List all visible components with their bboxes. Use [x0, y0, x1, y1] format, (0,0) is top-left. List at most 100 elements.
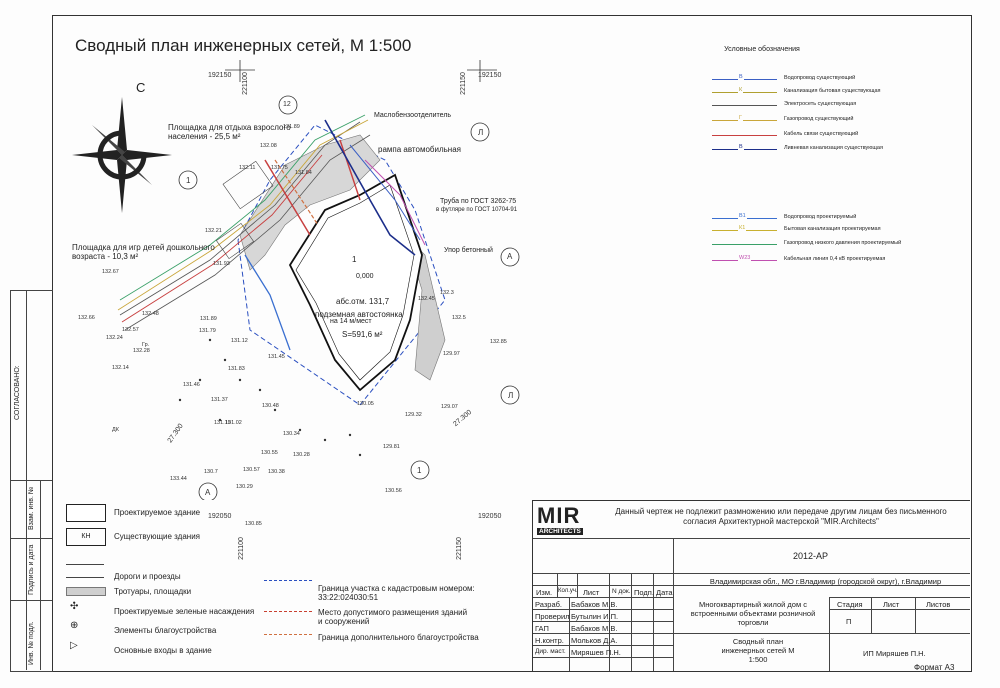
label-abs-mark: абс.отм. 131,7: [336, 297, 390, 306]
label-playground-adults: Площадка для отдыха взрослого населения …: [168, 123, 291, 141]
elevation: 132.08: [260, 143, 277, 149]
axis-L1: Л: [478, 128, 484, 137]
name-4: Мольков Д.А.: [571, 636, 618, 645]
coord-top-y2: 221150: [459, 72, 467, 95]
legend-boundary-swatch: [264, 580, 312, 581]
title-block: MIR ARCHITECTS Данный чертеж не подлежит…: [532, 500, 970, 671]
legend-boundary-label: Граница участка с кадастровым номером: 3…: [318, 584, 475, 602]
tree-icon: ✣: [70, 601, 79, 612]
elevation: 130.05: [357, 401, 374, 407]
coord-top-y1: 221100: [241, 72, 249, 95]
legend-exist-building-label: Существующие здания: [114, 532, 201, 541]
label-oil-separator: Маслобензоотделитель: [374, 112, 452, 119]
elevation: 130.29: [236, 484, 253, 490]
role-4: Н.контр.: [535, 636, 564, 645]
elevation: 130.38: [268, 469, 285, 475]
legend-line-label: Газопровод существующий: [784, 116, 854, 122]
legend-allowed-label: Место допустимого размещения зданий и со…: [318, 608, 468, 626]
label-area: S=591,6 м²: [342, 330, 383, 339]
legend-roads-label: Дороги и проезды: [114, 572, 181, 581]
head-list: Лист: [583, 588, 600, 597]
bench-icon: ⊕: [70, 620, 79, 631]
legend-line-swatch: [712, 135, 777, 136]
legend-sidewalk-swatch: [66, 587, 106, 596]
agreed-label: СОГЛАСОВАНО:: [14, 365, 21, 420]
legend-greenery-label: Проектируемые зеленые насаждения: [114, 607, 255, 616]
coord-bot-y2: 221150: [455, 537, 463, 560]
role-3: ГАП: [535, 624, 549, 633]
legend-extra-label: Граница дополнительного благоустройства: [318, 633, 479, 642]
elevation: 132.11: [239, 165, 256, 171]
elevation: 131.02: [225, 420, 242, 426]
sheet-label: Лист: [883, 600, 900, 609]
elevation: 132.67: [102, 269, 119, 275]
name-5: Миряшев П.Н.: [571, 648, 621, 657]
head-kol: Кол.уч.: [558, 588, 578, 594]
head-izm: Изм.: [536, 588, 553, 597]
elevation: 130.34: [283, 431, 300, 437]
axis-A2: А: [507, 252, 513, 261]
elevation: 131.93: [213, 261, 230, 267]
head-ndoc: N док.: [612, 588, 631, 595]
legend-line-swatch: [712, 149, 777, 150]
legend-sidewalk-label: Тротуары, площадки: [114, 587, 192, 596]
axis-A1: А: [205, 488, 211, 497]
elevation: 130.56: [385, 488, 402, 494]
elevation: 131.19: [214, 420, 231, 426]
head-podp: Подп.: [634, 588, 654, 597]
sheets-label: Листов: [926, 600, 951, 609]
role-2: Проверил: [535, 612, 570, 621]
legend-line-mark: К: [738, 87, 744, 93]
elevation: 131.89: [200, 316, 217, 322]
coord-bot-y1: 221100: [237, 537, 245, 560]
label-gr: Гр.: [142, 342, 150, 348]
elevation: 132.85: [490, 339, 507, 345]
legend-line-swatch: [712, 92, 777, 93]
sign-date-label: Подпись и дата: [28, 544, 35, 595]
elevation: 130.55: [261, 450, 278, 456]
site-plan: [72, 60, 520, 500]
legend-line-label: Кабельная линия 0,4 кВ проектируемая: [784, 256, 886, 262]
elevation: 130.7: [204, 469, 218, 475]
head-date: Дата: [656, 588, 673, 597]
legend-line-mark: К1: [738, 225, 747, 231]
legend-line-label: Электросеть существующая: [784, 101, 857, 107]
sheet-title: Сводный план инженерных сетей М 1:500: [721, 637, 795, 664]
axis-1a: 1: [186, 176, 191, 185]
elevation: 132.3: [440, 290, 454, 296]
compass-icon: [72, 97, 172, 213]
legend-proj-building-swatch: [66, 504, 106, 522]
axis-1b: 1: [417, 466, 422, 475]
label-pipe-2: в футляре по ГОСТ 10704-91: [436, 207, 518, 213]
legend-proj-building-label: Проектируемое здание: [114, 508, 201, 517]
legend-exist-building-swatch: КН: [66, 528, 106, 546]
elevation: 129.32: [405, 412, 422, 418]
label-stop-concrete: Упор бетонный: [444, 247, 493, 254]
company-name: ИП Миряшев П.Н.: [863, 649, 926, 658]
coord-top-x1: 192150: [208, 72, 232, 79]
legend-line-label: Бытовая канализация проектируемая: [784, 226, 881, 232]
legend-line-label: Ливневая канализация существующая: [784, 145, 883, 151]
axis-12: 12: [283, 101, 291, 108]
elevation: 132.66: [78, 315, 95, 321]
legend-right-item: К1 Бытовая канализация проектируемая: [712, 225, 942, 236]
label-building-no: 1: [352, 255, 357, 264]
elevation: 133.44: [170, 476, 187, 482]
elevation: 129.07: [441, 404, 458, 410]
stage-value: П: [846, 617, 852, 626]
elevation: 132.5: [452, 315, 466, 321]
coord-bot-x2: 192050: [478, 513, 502, 520]
role-1: Разраб.: [535, 600, 563, 609]
elevation: 130.85: [245, 521, 262, 527]
legend-line-swatch: [712, 244, 777, 245]
axis-L2: Л: [508, 391, 514, 400]
legend-line-label: Канализация бытовая существующая: [784, 88, 881, 94]
elevation: 130.28: [293, 452, 310, 458]
legend-line-mark: В1: [738, 213, 747, 219]
coord-bot-x1: 192050: [208, 513, 232, 520]
